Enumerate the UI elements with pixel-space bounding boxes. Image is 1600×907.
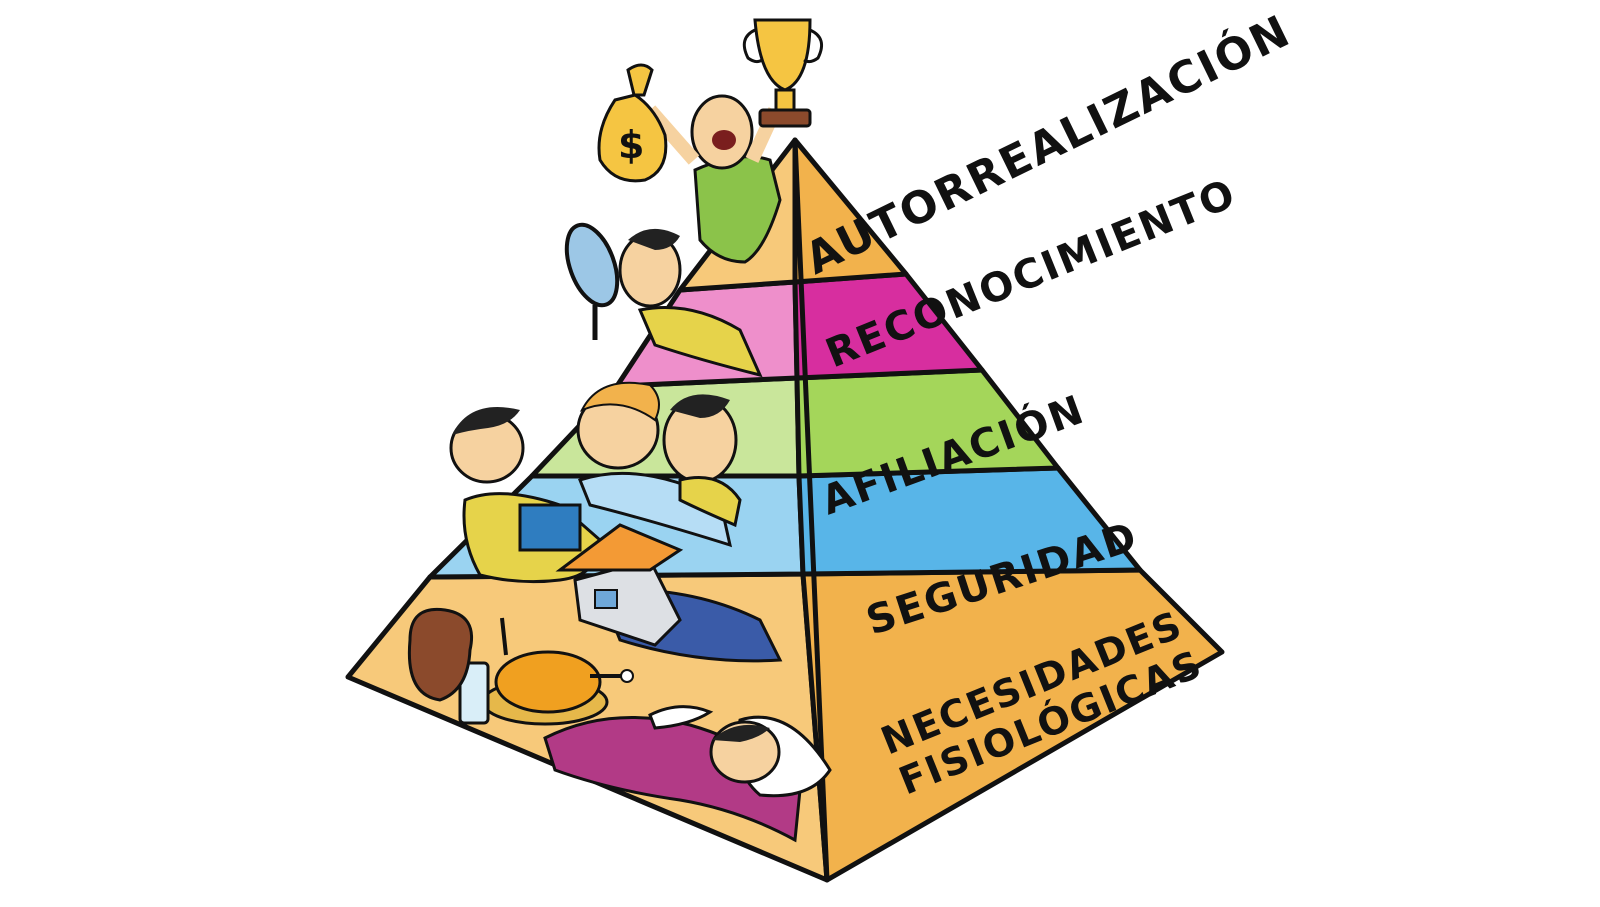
money-bag-icon: $ xyxy=(599,65,666,181)
dollar-sign: $ xyxy=(618,123,644,167)
trophy-icon xyxy=(744,20,821,126)
